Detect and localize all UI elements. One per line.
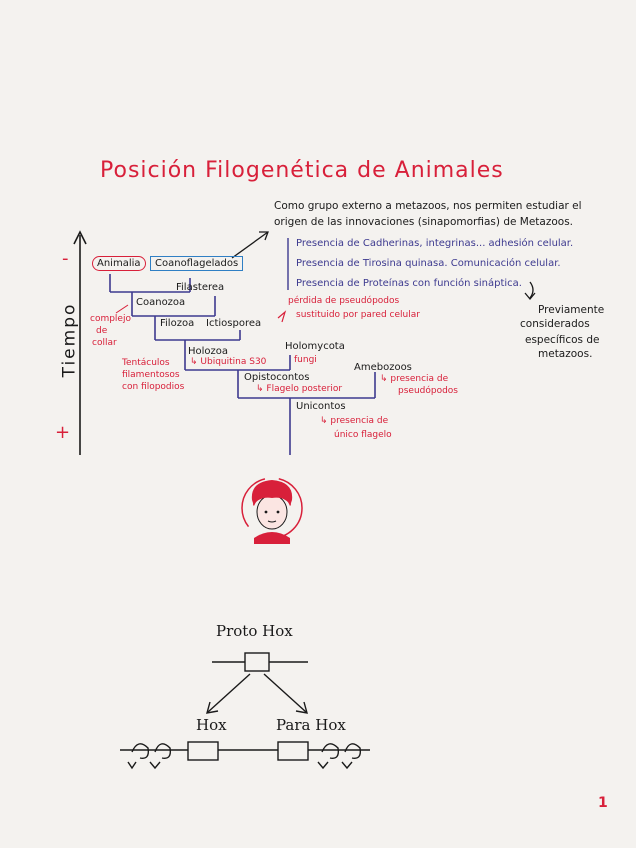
time-plus: +	[55, 422, 71, 443]
time-minus: -	[62, 248, 69, 269]
taxon-ictiosporea: Ictiosporea	[206, 318, 262, 329]
avatar	[241, 477, 303, 544]
time-axis-label: Tiempo	[59, 302, 80, 378]
label-hox: Hox	[196, 716, 227, 734]
taxon-coanoflagelados: Coanoflagelados	[150, 256, 244, 271]
time-axis-arrow	[73, 230, 87, 245]
side-note-4: metazoos.	[538, 348, 593, 360]
page-number: 1	[598, 795, 608, 811]
annot-tentaculos-2: filamentosos	[122, 370, 180, 380]
note-arrow-line	[231, 231, 269, 259]
annot-unico-1: ↳ presencia de	[320, 416, 389, 426]
annot-unico-2: único flagelo	[334, 430, 392, 440]
annot-collar-1: complejo	[90, 314, 131, 324]
taxon-opistocontos: Opistocontos	[244, 372, 310, 383]
annot-tentaculos-1: Tentáculos	[122, 358, 170, 368]
evidence-2: Presencia de Tirosina quinasa. Comunicac…	[296, 258, 561, 269]
label-proto-hox: Proto Hox	[216, 622, 293, 640]
annot-flagelo: ↳ Flagelo posterior	[256, 384, 343, 394]
taxon-animalia: Animalia	[92, 256, 146, 271]
taxon-filozoa: Filozoa	[160, 318, 195, 329]
annot-collar-3: collar	[92, 338, 117, 348]
side-note-1: Previamente	[538, 304, 605, 316]
evidence-1: Presencia de Cadherinas, integrinas... a…	[296, 238, 574, 249]
taxon-unicontos: Unicontos	[296, 401, 346, 412]
intro-note-line1: Como grupo externo a metazoos, nos permi…	[274, 200, 582, 212]
taxon-holomycota: Holomycota	[285, 341, 345, 352]
side-note-2: considerados	[520, 318, 590, 330]
taxon-filasterea: Filasterea	[176, 282, 225, 293]
annot-amebo-1: ↳ presencia de	[380, 374, 449, 384]
hox-diagram-lines	[120, 652, 370, 770]
intro-note-line2: origen de las innovaciones (sinapomorfia…	[274, 216, 574, 228]
annot-amebo-2: pseudópodos	[398, 386, 458, 396]
evidence-3: Presencia de Proteínas con función sináp…	[296, 278, 522, 289]
annot-pseudopodos-2: sustituido por pared celular	[296, 310, 420, 320]
taxon-amebozoos: Amebozoos	[354, 362, 412, 373]
tree-branches	[109, 274, 376, 455]
taxon-holozoa: Holozoa	[188, 346, 229, 357]
side-note-3: específicos de	[525, 334, 600, 346]
annot-tentaculos-3: con filopodios	[122, 382, 185, 392]
annot-collar-2: de	[96, 326, 108, 336]
label-parahox: Para Hox	[276, 716, 346, 734]
taxon-fungi: fungi	[294, 355, 317, 365]
taxon-coanozoa: Coanozoa	[136, 297, 186, 308]
page-title: Posición Filogenética de Animales	[100, 158, 504, 183]
annot-ubiquitina: ↳ Ubiquitina S30	[190, 357, 267, 367]
annot-pseudopodos-1: pérdida de pseudópodos	[288, 296, 400, 306]
